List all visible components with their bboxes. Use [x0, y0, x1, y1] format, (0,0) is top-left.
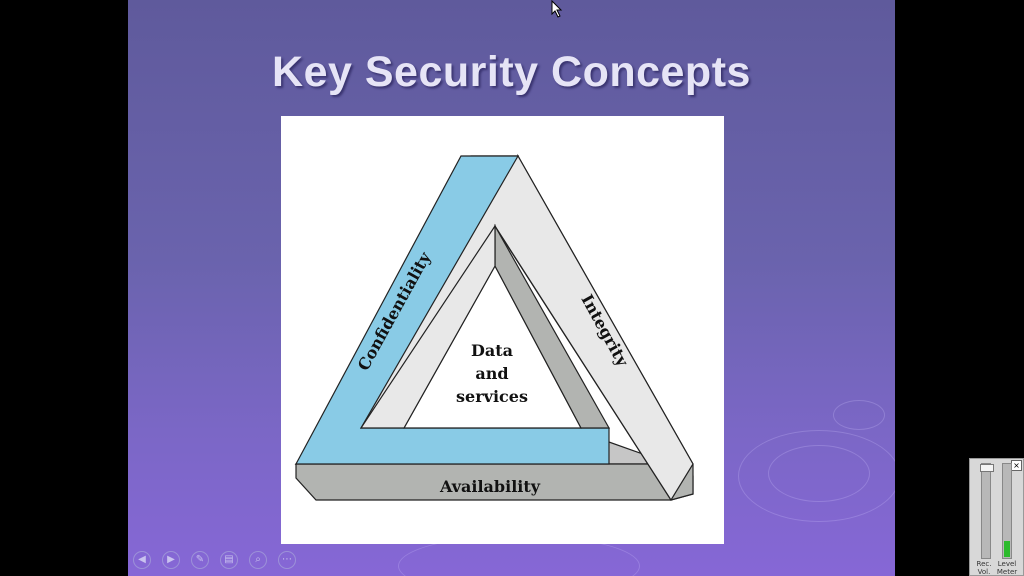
level-meter: [1002, 463, 1012, 559]
more-icon[interactable]: ⋯: [278, 551, 296, 569]
slides-icon[interactable]: ▤: [220, 551, 238, 569]
security-triad-diagram: Confidentiality Integrity Availability D…: [294, 153, 694, 502]
rec-volume-thumb[interactable]: [980, 464, 994, 472]
center-label-line-1: Data: [471, 341, 513, 360]
next-icon[interactable]: ▶: [162, 551, 180, 569]
confidentiality-inner-face: [359, 224, 496, 429]
rec-volume-slider[interactable]: [980, 463, 994, 559]
ripple-decoration: [738, 430, 895, 522]
center-label-line-2: and: [475, 364, 508, 383]
label-availability: Availability: [439, 477, 541, 496]
rec-volume-label: Rec. Vol.: [976, 560, 992, 576]
close-icon[interactable]: ×: [1011, 460, 1022, 471]
ripple-decoration: [833, 400, 885, 430]
zoom-icon[interactable]: ⌕: [249, 551, 267, 569]
center-label-line-3: services: [456, 387, 528, 406]
mouse-cursor-icon: [551, 0, 563, 18]
slide: Key Security Concepts Confidentiality In…: [128, 0, 895, 576]
volume-panel: × Rec. Vol. Level Meter: [969, 458, 1024, 576]
level-meter-label: Level Meter: [996, 560, 1018, 576]
pen-icon[interactable]: ✎: [191, 551, 209, 569]
ripple-decoration: [768, 445, 870, 502]
slide-title: Key Security Concepts: [272, 48, 751, 96]
security-triad-figure: Confidentiality Integrity Availability D…: [281, 116, 724, 544]
level-meter-fill: [1004, 541, 1010, 557]
prev-icon[interactable]: ◀: [133, 551, 151, 569]
